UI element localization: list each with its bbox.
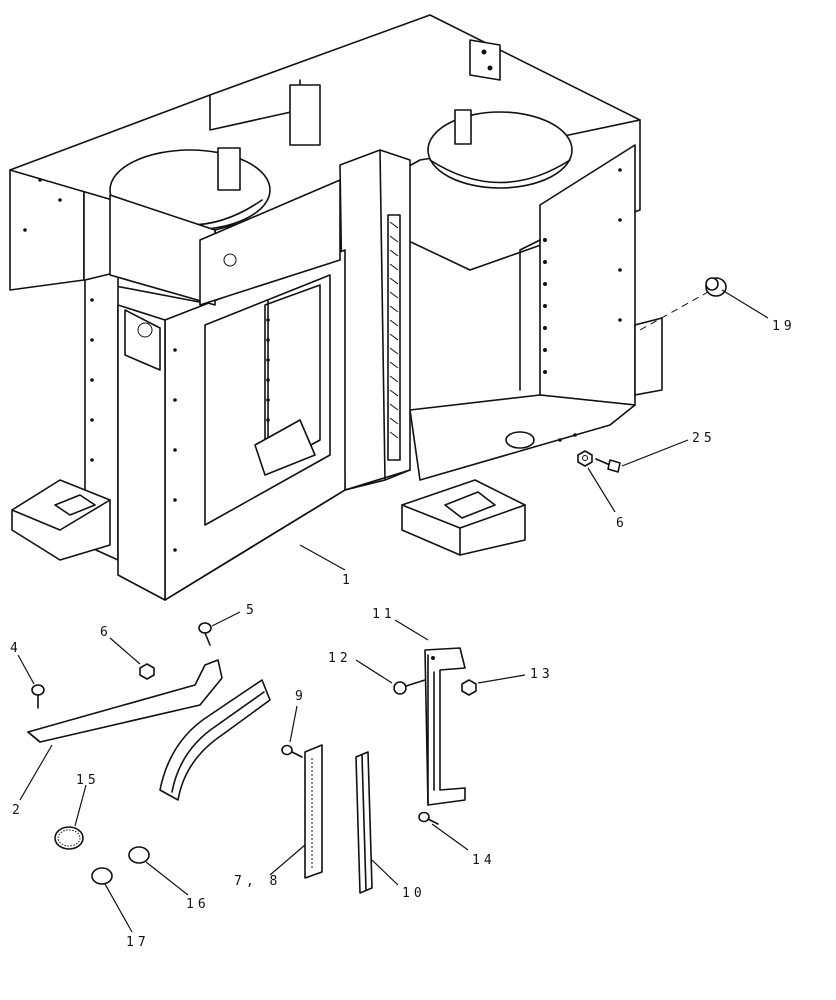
- cap-icon: [91, 867, 113, 885]
- right-drum-post: [454, 109, 472, 145]
- cap-icon: [128, 846, 150, 864]
- plug-icon: [705, 277, 727, 297]
- right-drum-opening: [427, 111, 573, 189]
- callout-5: 5: [246, 603, 258, 618]
- washer-icon: [54, 826, 84, 850]
- callout-25: 25: [692, 431, 716, 446]
- nut-icon: [461, 679, 477, 696]
- bolt-icon: [418, 811, 439, 825]
- bracket-arm-part-2: [27, 659, 223, 743]
- channel-slot-pattern: [387, 214, 401, 461]
- foot-hole: [505, 431, 535, 449]
- nut-icon: [139, 663, 155, 680]
- nut-icon: [577, 450, 593, 467]
- right-extension-bracket: [634, 317, 663, 396]
- callout-10: 10: [402, 886, 426, 901]
- top-bracket: [469, 39, 501, 81]
- curved-bracket: [159, 679, 271, 801]
- bolt-icon: [393, 679, 426, 695]
- callout-19: 19: [772, 319, 796, 334]
- callout-7-8: 7, 8: [234, 874, 281, 889]
- callout-6-upper: 6: [616, 516, 628, 531]
- callout-9: 9: [295, 689, 307, 704]
- callout-13: 13: [530, 667, 554, 682]
- callout-4: 4: [10, 641, 22, 656]
- callout-2: 2: [12, 803, 24, 818]
- rivet-holes: [23, 168, 622, 552]
- callout-16: 16: [186, 897, 210, 912]
- bolt-icon: [595, 458, 621, 473]
- slotted-strip-part-7-8: [304, 744, 323, 879]
- vertical-bracket-part-11: [424, 647, 466, 806]
- left-panel-window: [124, 309, 161, 371]
- explode-line-19: [639, 291, 709, 331]
- callout-12: 12: [328, 651, 352, 666]
- bolt-icon: [198, 622, 212, 646]
- bolt-icon: [31, 684, 45, 709]
- callout-6-lower: 6: [100, 625, 112, 640]
- center-post: [289, 84, 321, 146]
- main-frame-assembly: [9, 14, 663, 601]
- callout-17: 17: [126, 935, 150, 950]
- callout-14: 14: [472, 853, 496, 868]
- callout-15: 15: [76, 773, 100, 788]
- callout-11: 11: [372, 607, 396, 622]
- angle-strip-part-10: [355, 751, 373, 894]
- left-drum-post: [217, 147, 241, 191]
- callout-1: 1: [342, 573, 354, 588]
- bolt-icon: [281, 744, 303, 758]
- upper-front-plate: [199, 179, 341, 306]
